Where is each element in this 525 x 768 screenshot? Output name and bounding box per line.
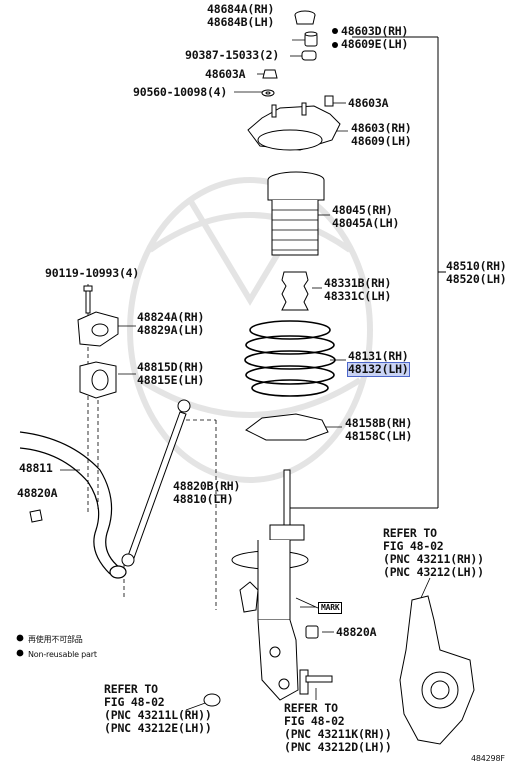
refer-b-line1: REFER TO [104,682,158,696]
bump-stopper [281,271,309,311]
refer-c-line1: REFER TO [284,701,338,715]
upper-support-mount [247,95,341,151]
label-bracket: 48824A(RH) 48829A(LH) [137,311,204,337]
label-stab-bushing-rh: 48815D(RH) [137,360,205,374]
refer-c-line4: (PNC 43212D(LH)) [284,740,392,754]
link-nut [305,625,319,639]
nut-48603d [304,31,318,47]
stabilizer-nut [29,509,43,523]
legend-jp: 再使用不可部品 [28,635,83,644]
label-nut-mount: 48603A [348,96,389,110]
label-stab-bushing: 48815D(RH) 48815E(LH) [137,361,204,387]
label-refer-a: REFER TO FIG 48-02 (PNC 43211(RH)) (PNC … [383,527,484,579]
label-link-lh: 48810(LH) [173,492,234,506]
washer-90560 [261,89,275,97]
refer-b-line2: FIG 48-02 [104,695,165,709]
strut-shock-absorber [231,469,309,701]
mark-leader [295,597,319,609]
label-cap-lh: 48684B(LH) [207,15,275,29]
figure-id: 484298F [471,754,505,763]
spring-insulator [245,413,329,441]
refer-a-line2: FIG 48-02 [383,539,444,553]
label-link: 48820B(RH) 48810(LH) [173,480,240,506]
nut-48603a-top [262,69,278,79]
label-refer-b: REFER TO FIG 48-02 (PNC 43211L(RH)) (PNC… [104,683,212,735]
label-link-rh: 48820B(RH) [173,479,241,493]
bolt-90119 [83,285,93,314]
label-nut-top: 48603A [205,67,246,81]
label-stabilizer: 48811 [19,461,53,475]
label-boot-lh: 48045A(LH) [332,216,400,230]
steering-knuckle [399,595,475,745]
label-bump: 48331B(RH) 48331C(LH) [324,277,391,303]
label-nut-lh: 48609E(LH) [341,37,409,51]
label-spring-lh-highlighted[interactable]: 48132(LH) [347,362,410,377]
assembly-bracket [290,36,446,509]
label-nut-48603d: 48603D(RH) 48609E(LH) [341,25,408,51]
legend-dots [16,634,24,657]
label-stab-bushing-lh: 48815E(LH) [137,373,205,387]
label-cap: 48684A(RH) 48684B(LH) [207,3,274,29]
dust-cap [294,10,316,25]
label-assy-rh: 48510(RH) [446,259,507,273]
label-nut-link: 48820A [17,486,58,500]
legend-en: Non-reusable part [28,650,97,659]
refer-b-line3: (PNC 43211L(RH)) [104,708,212,722]
label-bracket-rh: 48824A(RH) [137,310,205,324]
label-cap-rh: 48684A(RH) [207,2,275,16]
label-boot-rh: 48045(RH) [332,203,393,217]
label-bushing: 90387-15033(2) [185,48,280,62]
stabilizer-bar [19,431,127,579]
label-insulator-rh: 48158B(RH) [345,416,413,430]
label-insulator: 48158B(RH) 48158C(LH) [345,417,412,443]
label-nut-rh: 48603D(RH) [341,24,409,38]
strut-bolt [203,669,333,707]
stabilizer-bracket [77,311,119,347]
non-reusable-markers [332,28,338,48]
refer-a-line3: (PNC 43211(RH)) [383,552,484,566]
label-bump-rh: 48331B(RH) [324,276,392,290]
label-bracket-lh: 48829A(LH) [137,323,205,337]
label-assy-lh: 48520(LH) [446,272,507,286]
refer-a-line1: REFER TO [383,526,437,540]
label-refer-c: REFER TO FIG 48-02 (PNC 43211K(RH)) (PNC… [284,702,392,754]
label-mount-rh: 48603(RH) [351,121,412,135]
stabilizer-bushing [79,361,117,399]
label-assy: 48510(RH) 48520(LH) [446,260,507,286]
label-spring-rh: 48131(RH) [348,349,409,363]
label-mount-lh: 48609(LH) [351,134,412,148]
label-bump-lh: 48331C(LH) [324,289,392,303]
refer-b-line4: (PNC 43212E(LH)) [104,721,212,735]
label-mount: 48603(RH) 48609(LH) [351,122,412,148]
label-washer: 90560-10098(4) [133,85,228,99]
dust-boot [267,171,325,256]
label-bolt: 90119-10993(4) [45,266,140,280]
label-spring: 48131(RH) 48132(LH) [347,349,410,377]
label-mark: MARK [318,602,343,614]
label-nut-lower: 48820A [336,625,377,639]
bushing-90387 [301,50,317,61]
refer-c-line3: (PNC 43211K(RH)) [284,727,392,741]
coil-spring [244,320,336,397]
stabilizer-link [121,399,191,567]
label-insulator-lh: 48158C(LH) [345,429,413,443]
refer-a-line4: (PNC 43212(LH)) [383,565,484,579]
label-boot: 48045(RH) 48045A(LH) [332,204,399,230]
refer-c-line2: FIG 48-02 [284,714,345,728]
